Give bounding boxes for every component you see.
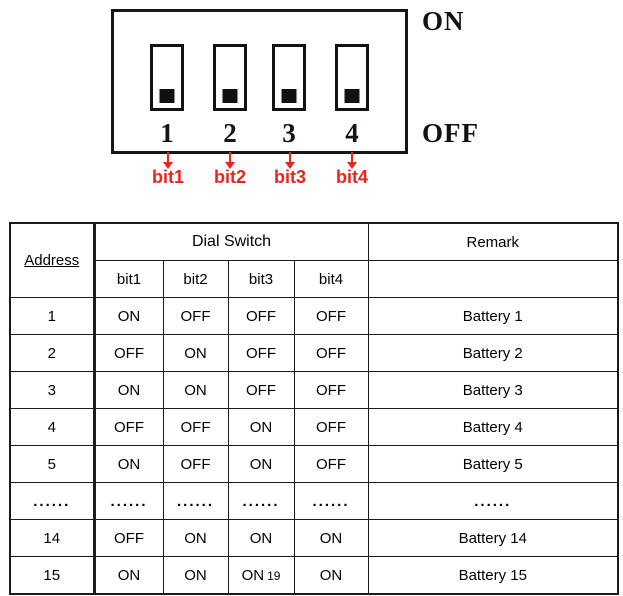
bit2-annotation: bit2 — [213, 167, 246, 187]
dip-switch-body: 1 2 3 4 — [111, 9, 408, 154]
bit1-column-header: bit1 — [93, 260, 164, 298]
dip-switch-2 — [213, 44, 247, 111]
bit3-value: ON — [241, 566, 265, 584]
dip-switch-figure: 1 2 3 4 ON OFF bit1 bit2 bit3 bit4 — [0, 0, 623, 200]
down-arrow-icon — [225, 152, 235, 169]
address-cell: 15 — [9, 556, 96, 595]
bit2-column-header: bit2 — [162, 260, 229, 298]
switch-handle-down-icon — [344, 89, 360, 103]
switch-number-label: 3 — [282, 118, 296, 148]
table-row: 2 OFF ON OFF OFF Battery 2 — [9, 334, 619, 372]
remark-subheader-cell-empty — [367, 260, 619, 298]
bit1-cell: ON — [93, 556, 164, 595]
bit3-cell: OFF — [227, 297, 295, 335]
down-arrow-icon — [163, 152, 173, 169]
remark-cell: Battery 3 — [367, 371, 619, 409]
table-header-row-1: Address Dial Switch Remark — [9, 222, 619, 298]
switch-handle-down-icon — [222, 89, 238, 103]
address-cell: 1 — [9, 297, 96, 335]
bit4-cell: OFF — [293, 445, 369, 483]
bit4-cell: OFF — [293, 297, 369, 335]
off-position-label: OFF — [422, 118, 479, 148]
bit3-cell: ON — [227, 519, 295, 557]
switch-number-label: 1 — [160, 118, 174, 148]
bit4-cell: ...... — [293, 482, 369, 520]
page-number-artifact: 19 — [267, 568, 281, 583]
remark-cell: Battery 2 — [367, 334, 619, 372]
down-arrow-icon — [285, 152, 295, 169]
bit3-cell: ON — [227, 445, 295, 483]
bit2-cell: ON — [162, 556, 229, 595]
bit1-annotation: bit1 — [151, 167, 184, 187]
dip-switch-4 — [335, 44, 369, 111]
remark-cell: Battery 5 — [367, 445, 619, 483]
dip-switch-3 — [272, 44, 306, 111]
address-cell: 5 — [9, 445, 96, 483]
bit2-cell: ON — [162, 334, 229, 372]
table-header-row-2: bit1 bit2 bit3 bit4 — [10, 260, 619, 298]
switch-number-label: 2 — [223, 118, 237, 148]
bit3-cell: ...... — [227, 482, 295, 520]
bit2-cell: OFF — [162, 297, 229, 335]
bit4-cell: ON — [293, 556, 369, 595]
table-row: 5 ON OFF ON OFF Battery 5 — [9, 445, 619, 483]
table-row: 14 OFF ON ON ON Battery 14 — [9, 519, 619, 557]
bit1-cell: ...... — [93, 482, 164, 520]
address-header-cell: Address — [9, 222, 96, 298]
remark-cell: Battery 14 — [367, 519, 619, 557]
bit4-annotation: bit4 — [335, 167, 368, 187]
remark-cell: Battery 4 — [367, 408, 619, 446]
address-cell: 4 — [9, 408, 96, 446]
bit1-cell: ON — [93, 445, 164, 483]
bit1-cell: ON — [93, 371, 164, 409]
bit2-cell: ON — [162, 519, 229, 557]
bit4-cell: ON — [293, 519, 369, 557]
remark-cell: Battery 1 — [367, 297, 619, 335]
bit3-cell: ON — [227, 408, 295, 446]
address-header-label: Address — [24, 252, 80, 269]
bit1-cell: ON — [93, 297, 164, 335]
table-row: 3 ON ON OFF OFF Battery 3 — [9, 371, 619, 409]
bit2-cell: OFF — [162, 445, 229, 483]
table-row: 1 ON OFF OFF OFF Battery 1 — [9, 297, 619, 335]
bit1-cell: OFF — [93, 408, 164, 446]
bit2-cell: ON — [162, 371, 229, 409]
bit3-cell: OFF — [227, 334, 295, 372]
bit3-cell: OFF — [227, 371, 295, 409]
table-row: 4 OFF OFF ON OFF Battery 4 — [9, 408, 619, 446]
ellipsis-row: ...... ...... ...... ...... ...... .....… — [9, 482, 619, 520]
remark-cell: ...... — [367, 482, 619, 520]
bit4-cell: OFF — [293, 334, 369, 372]
bit4-cell: OFF — [293, 371, 369, 409]
remark-cell: Battery 15 — [367, 556, 619, 595]
bit4-column-header: bit4 — [293, 260, 369, 298]
bit4-cell: OFF — [293, 408, 369, 446]
remark-header-cell: Remark — [367, 222, 619, 261]
on-position-label: ON — [422, 6, 465, 36]
switch-handle-down-icon — [159, 89, 175, 103]
dial-switch-header-cell: Dial Switch — [93, 222, 369, 261]
bit3-column-header: bit3 — [227, 260, 295, 298]
down-arrow-icon — [347, 152, 357, 169]
switch-number-label: 4 — [345, 118, 359, 148]
bit2-cell: ...... — [162, 482, 229, 520]
switch-handle-down-icon — [281, 89, 297, 103]
bit3-annotation: bit3 — [273, 167, 306, 187]
address-cell: 2 — [9, 334, 96, 372]
address-cell: 14 — [9, 519, 96, 557]
dip-switch-1 — [150, 44, 184, 111]
address-cell: 3 — [9, 371, 96, 409]
address-cell: ...... — [9, 482, 96, 520]
address-table: Address Dial Switch Remark bit1 bit2 bit… — [9, 222, 620, 595]
bit2-cell: OFF — [162, 408, 229, 446]
bit1-cell: OFF — [93, 519, 164, 557]
bit1-cell: OFF — [93, 334, 164, 372]
